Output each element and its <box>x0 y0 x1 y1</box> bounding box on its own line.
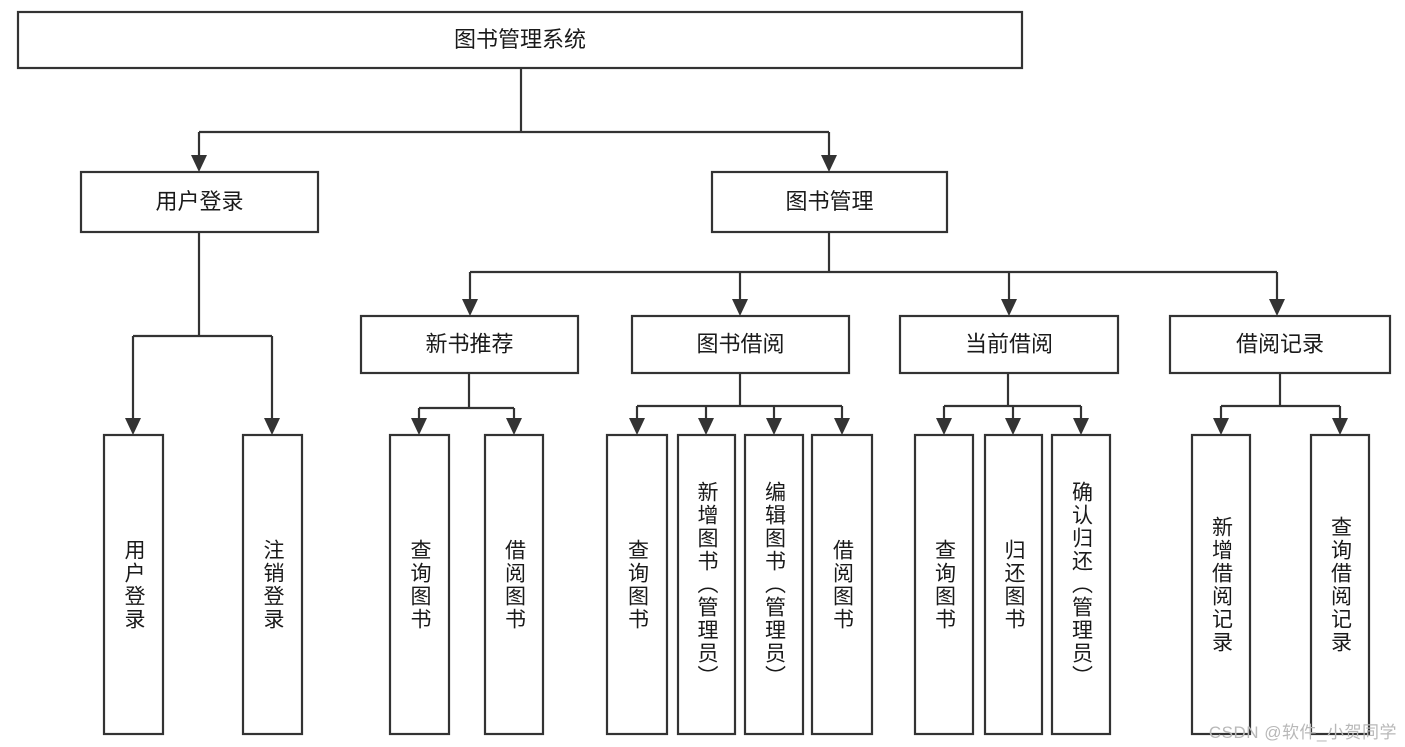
conn-bookmanage-split <box>462 232 1285 316</box>
node-box-leaf-add-book[interactable] <box>676 433 737 736</box>
arrow-head-icon <box>1005 418 1021 435</box>
node-book-borrow[interactable]: 图书借阅 <box>630 314 851 375</box>
node-new-book-rec[interactable]: 新书推荐 <box>359 314 580 375</box>
node-box-leaf-user-login[interactable] <box>102 433 165 736</box>
arrow-head-icon <box>629 418 645 435</box>
node-leaf-borrow-book-1[interactable] <box>483 433 545 736</box>
node-label-book-borrow: 图书借阅 <box>696 331 784 356</box>
node-leaf-add-book[interactable] <box>676 433 737 736</box>
node-box-book-manage[interactable] <box>710 170 949 234</box>
conn-root-split <box>191 68 837 172</box>
node-user-login[interactable]: 用户登录 <box>79 170 320 234</box>
csdn-watermark: CSDN @软件_小贺同学 <box>1208 723 1397 742</box>
node-leaf-query-book-3[interactable] <box>913 433 975 736</box>
arrow-head-icon <box>191 155 207 172</box>
arrow-head-icon <box>936 418 952 435</box>
node-book-manage[interactable]: 图书管理 <box>710 170 949 234</box>
node-box-borrow-record[interactable] <box>1168 314 1392 375</box>
node-box-book-borrow[interactable] <box>630 314 851 375</box>
node-root[interactable]: 图书管理系统 <box>16 10 1024 70</box>
node-box-leaf-query-book-1[interactable] <box>388 433 451 736</box>
node-leaf-query-record[interactable] <box>1309 433 1371 736</box>
arrow-head-icon <box>698 418 714 435</box>
node-box-leaf-query-book-2[interactable] <box>605 433 669 736</box>
node-box-leaf-return-book[interactable] <box>983 433 1044 736</box>
node-box-leaf-query-book-3[interactable] <box>913 433 975 736</box>
arrow-head-icon <box>125 418 141 435</box>
arrow-head-icon <box>821 155 837 172</box>
node-leaf-query-book-2[interactable] <box>605 433 669 736</box>
arrow-head-icon <box>732 299 748 316</box>
node-box-leaf-query-record[interactable] <box>1309 433 1371 736</box>
conn-newbook-split <box>411 373 522 435</box>
arrow-head-icon <box>1001 299 1017 316</box>
node-label-root: 图书管理系统 <box>454 27 586 52</box>
arrow-head-icon <box>1073 418 1089 435</box>
conn-borrowrecord-split <box>1213 373 1348 435</box>
node-box-leaf-edit-book[interactable] <box>743 433 805 736</box>
conn-currentborrow-split <box>936 373 1089 435</box>
conn-bookborrow-split <box>629 373 850 435</box>
arrow-head-icon <box>766 418 782 435</box>
node-box-leaf-borrow-book-1[interactable] <box>483 433 545 736</box>
node-box-leaf-borrow-book-2[interactable] <box>810 433 874 736</box>
arrow-head-icon <box>1269 299 1285 316</box>
node-leaf-edit-book[interactable] <box>743 433 805 736</box>
node-label-borrow-record: 借阅记录 <box>1236 331 1324 356</box>
node-box-leaf-add-record[interactable] <box>1190 433 1252 736</box>
node-leaf-add-record[interactable] <box>1190 433 1252 736</box>
node-box-current-borrow[interactable] <box>898 314 1120 375</box>
node-label-current-borrow: 当前借阅 <box>965 331 1053 356</box>
node-leaf-return-book[interactable] <box>983 433 1044 736</box>
node-box-new-book-rec[interactable] <box>359 314 580 375</box>
arrow-head-icon <box>264 418 280 435</box>
node-box-user-login[interactable] <box>79 170 320 234</box>
node-leaf-borrow-book-2[interactable] <box>810 433 874 736</box>
node-label-book-manage: 图书管理 <box>785 189 873 214</box>
arrow-head-icon <box>462 299 478 316</box>
node-box-root[interactable] <box>16 10 1024 70</box>
node-leaf-confirm-return[interactable] <box>1050 433 1112 736</box>
node-leaf-logout[interactable] <box>241 433 304 736</box>
arrow-head-icon <box>506 418 522 435</box>
node-label-new-book-rec: 新书推荐 <box>425 331 513 356</box>
arrow-head-icon <box>1332 418 1348 435</box>
node-box-leaf-logout[interactable] <box>241 433 304 736</box>
node-label-user-login: 用户登录 <box>155 189 243 214</box>
node-borrow-record[interactable]: 借阅记录 <box>1168 314 1392 375</box>
connector-layer <box>125 68 1348 435</box>
node-leaf-query-book-1[interactable] <box>388 433 451 736</box>
arrow-head-icon <box>834 418 850 435</box>
node-leaf-user-login[interactable] <box>102 433 165 736</box>
node-current-borrow[interactable]: 当前借阅 <box>898 314 1120 375</box>
node-box-leaf-confirm-return[interactable] <box>1050 433 1112 736</box>
conn-userlogin-split <box>125 232 280 435</box>
arrow-head-icon <box>411 418 427 435</box>
arrow-head-icon <box>1213 418 1229 435</box>
